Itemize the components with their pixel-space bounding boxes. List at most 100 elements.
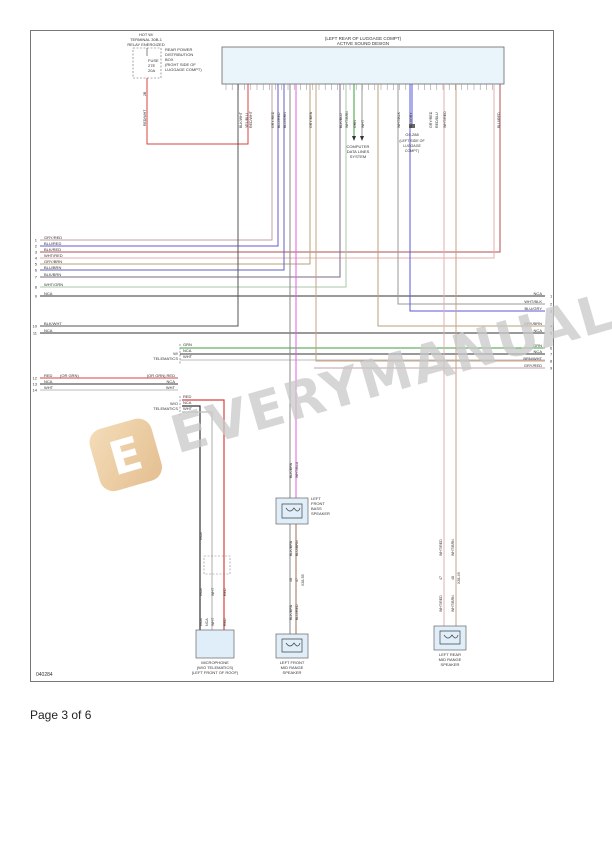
left-bus-label: GRY/RED bbox=[44, 235, 62, 240]
telematics-wo-wire-2: NCA bbox=[183, 400, 192, 405]
right-bus-number: 9 bbox=[550, 366, 553, 371]
left-bus-number: 8 bbox=[35, 285, 38, 290]
right-bus-label: NCA bbox=[534, 349, 543, 354]
wire-blk-brn-7 bbox=[40, 84, 341, 278]
aux-line-right-label: (OR GRN) RED bbox=[147, 373, 175, 378]
fuse-header-1: HOT W/ bbox=[139, 32, 154, 37]
bass-speaker-label-3: BASS bbox=[311, 506, 322, 511]
amp-wire-label: YEL/BLU bbox=[245, 113, 249, 128]
rear-pin-2: 48 bbox=[451, 576, 455, 580]
rear-connector: X38-49 bbox=[457, 572, 461, 584]
rear-bottom-wire-2: WHT/BRN bbox=[451, 595, 455, 612]
rear-speaker-label-3: SPEAKER bbox=[441, 662, 460, 667]
amp-wire-label: GRY/RED bbox=[271, 111, 275, 128]
right-bus-label: BLU/GRY bbox=[525, 306, 543, 311]
microphone-label-3: (LEFT FRONT OF ROOF) bbox=[192, 670, 239, 675]
wire-wht-grn-8 bbox=[40, 84, 347, 288]
right-bus-label: GRN bbox=[533, 343, 542, 348]
wire-set bbox=[40, 78, 545, 634]
amp-wire-label: RED/BLU bbox=[435, 112, 439, 128]
left-bus-number: 1 bbox=[35, 238, 38, 243]
wire-blu-brn-6 bbox=[40, 84, 285, 271]
ground-g9-288: G9-288 (LEFT SIDE OF LUGGAGE COMPT) bbox=[399, 124, 425, 153]
ground-label: (LEFT SIDE OF bbox=[399, 139, 425, 143]
telematics-w-wire-2: NCA bbox=[183, 348, 192, 353]
wire-blu-gry-right bbox=[409, 84, 545, 312]
right-bus-label: NCA bbox=[534, 328, 543, 333]
amp-wire-label: WHT/BLK bbox=[397, 111, 401, 128]
wire-blu-red-2 bbox=[40, 84, 279, 247]
amp-wire-label: WHT bbox=[361, 119, 365, 128]
rear-bottom-wire-1: WHT/RED bbox=[439, 595, 443, 612]
amp-wire-label: BLU/RED bbox=[497, 112, 501, 128]
left-rear-mid-speaker: LEFT REAR MID RANGE SPEAKER bbox=[433, 625, 467, 667]
amp-wire-label: WHT/BRN bbox=[345, 111, 349, 128]
microphone-label-1: MICROPHONE bbox=[201, 660, 229, 665]
left-bus-number: 11 bbox=[33, 331, 38, 336]
computer-data-lines: COMPUTER DATA LINES SYSTEM bbox=[347, 136, 370, 159]
left-bus-label: BLU/BRN bbox=[44, 265, 61, 270]
aux-line-right-label: NCA bbox=[167, 379, 176, 384]
rear-pin-1: 47 bbox=[439, 576, 443, 580]
page-indicator: Page 3 of 6 bbox=[30, 708, 92, 722]
mid-speaker-label-1: LEFT FRONT bbox=[280, 660, 305, 665]
fuse-note-3: BOX bbox=[165, 57, 174, 62]
left-bus-number: 10 bbox=[33, 324, 38, 329]
wire-wht-mic bbox=[182, 411, 213, 630]
fuse-header-3: RELAY ENERGIZED bbox=[127, 42, 164, 47]
aux-line-number: 13 bbox=[33, 382, 38, 387]
telematics-wo-label-2: TELEMATICS bbox=[153, 406, 178, 411]
fuse-block: HOT W/ TERMINAL 30B-1 RELAY ENERGIZED FU… bbox=[127, 32, 202, 126]
amp-wire-label: RED/WHT bbox=[249, 110, 253, 128]
amp-wire-label: BLK/WHT bbox=[239, 111, 243, 128]
rear-top-wire-1: WHT/RED bbox=[439, 539, 443, 556]
amplifier-title: (LEFT REAR OF LUGGAGE COMPT) bbox=[325, 36, 402, 41]
left-front-mid-speaker: LEFT FRONT MID RANGE SPEAKER bbox=[275, 633, 309, 675]
wire-blk-red-3 bbox=[40, 84, 501, 253]
bass-speaker-label-4: SPEAKER bbox=[311, 511, 330, 516]
fuse-rating: 20A bbox=[148, 68, 155, 73]
wire-brn-wht-right bbox=[315, 84, 545, 362]
telematics-wo-wire-1: RED bbox=[183, 394, 192, 399]
telematics-w-label-2: TELEMATICS bbox=[153, 356, 178, 361]
amp-wire-label: GRY/BRN bbox=[309, 111, 313, 128]
left-bus-label: BLK/WHT bbox=[44, 321, 62, 326]
amplifier-name: ACTIVE SOUND DESIGN bbox=[337, 41, 389, 46]
right-bus-number: 2 bbox=[550, 302, 553, 307]
mic-pin-3: RED bbox=[223, 588, 227, 596]
wire-gry-red-1 bbox=[40, 84, 273, 241]
left-bus-label: NCA bbox=[44, 291, 53, 296]
diagram-frame bbox=[30, 30, 554, 682]
left-bus-number: 6 bbox=[35, 268, 38, 273]
mic-bottom-3: WHT bbox=[211, 617, 215, 626]
bass-speaker-label-1: LEFT bbox=[311, 496, 321, 501]
left-bus-label: BLK/RED bbox=[44, 247, 61, 252]
aux-line-left-label: RED bbox=[44, 373, 53, 378]
right-bus-number: 7 bbox=[550, 352, 553, 357]
wire-nca-mic bbox=[182, 405, 201, 630]
mic-pin-1: NCA bbox=[199, 588, 203, 596]
aux-line-number: 12 bbox=[33, 376, 38, 381]
wire-red-wht-feed bbox=[146, 78, 249, 145]
ground-id: G9-288 bbox=[405, 132, 419, 137]
left-bus-number: 4 bbox=[35, 256, 38, 261]
left-bus-number: 2 bbox=[35, 244, 38, 249]
mic-top-wire: NCA bbox=[199, 532, 203, 540]
rear-top-wire-2: WHT/BRN bbox=[451, 539, 455, 556]
mid-pin-2: 47 bbox=[295, 578, 299, 582]
left-bus-label: NCA bbox=[44, 328, 53, 333]
bass-top-wire-2: WHT/BLU bbox=[295, 461, 299, 478]
wire-red-mic bbox=[182, 399, 225, 630]
mid-speaker-label-3: SPEAKER bbox=[283, 670, 302, 675]
ground-label-2: LUGGAGE bbox=[403, 144, 421, 148]
bass-top-wire-1: BLK/BRN bbox=[289, 462, 293, 478]
telematics-wo-group: W/O TELEMATICS RED NCA WHT bbox=[153, 394, 193, 416]
fuse-wire-label: RED/WHT bbox=[143, 109, 147, 126]
mid-connector: X38-55 bbox=[301, 574, 305, 586]
telematics-w-wire-1: GRN bbox=[183, 342, 192, 347]
telematics-wo-label-1: W/O bbox=[170, 401, 178, 406]
speaker-wire-labels: BLK/BRN WHT/BLU BLK/BRN BLU/BRN 48 47 X3… bbox=[199, 461, 461, 626]
amplifier-pins bbox=[225, 84, 493, 90]
